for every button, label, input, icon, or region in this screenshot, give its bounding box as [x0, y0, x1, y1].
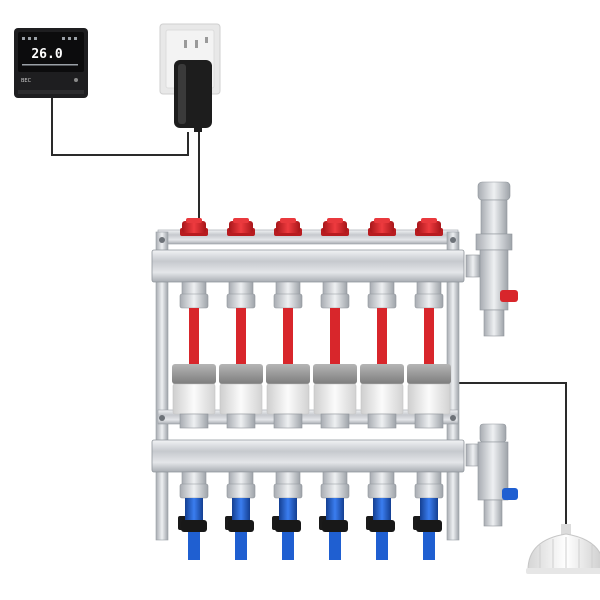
actuator-adapter-ring	[179, 413, 209, 429]
actuator-adapter-ring	[226, 413, 256, 429]
supply-compression-nut	[367, 293, 397, 309]
return-blue-coupling	[279, 498, 297, 522]
flow-indicator-red-tube	[377, 308, 387, 364]
power-adapter	[174, 60, 212, 132]
supply-compression-nut	[414, 293, 444, 309]
flow-indicator-red-tube	[189, 308, 199, 364]
return-valve-black-handle	[181, 520, 207, 532]
floor-temperature-sensor	[526, 524, 600, 574]
electrothermal-actuator-body	[313, 383, 357, 415]
electrothermal-actuator-body	[360, 383, 404, 415]
room-thermostat: 26.0 BEC	[14, 28, 88, 98]
return-valve-black-handle	[228, 520, 254, 532]
supply-manifold-bar	[151, 249, 465, 283]
electrothermal-actuator-body	[219, 383, 263, 415]
return-compression-nut	[367, 483, 397, 499]
electrothermal-actuator-top	[407, 364, 451, 384]
electrothermal-actuator-body	[407, 383, 451, 415]
actuator-adapter-ring	[273, 413, 303, 429]
return-blue-coupling	[326, 498, 344, 522]
supply-air-vent-assembly	[465, 181, 518, 337]
electrothermal-actuator-top	[172, 364, 216, 384]
electrothermal-actuator-top	[360, 364, 404, 384]
supply-compression-nut	[226, 293, 256, 309]
thermostat-cable	[51, 98, 189, 156]
flow-indicator-red-tube	[283, 308, 293, 364]
actuator-adapter-ring	[320, 413, 350, 429]
return-valve-black-handle	[416, 520, 442, 532]
flow-meter-red-cap	[182, 221, 206, 233]
loop-6	[407, 218, 451, 560]
loop-5	[360, 218, 404, 560]
flow-indicator-red-tube	[236, 308, 246, 364]
thermostat-temperature: 26.0	[31, 47, 62, 62]
return-drain-valve-blue-handle	[502, 488, 518, 500]
return-valve-black-handle	[369, 520, 395, 532]
loop-4	[313, 218, 357, 560]
loop-1	[172, 218, 216, 560]
flow-meter-red-cap	[229, 221, 253, 233]
thermostat-button	[74, 78, 78, 82]
return-blue-coupling	[420, 498, 438, 522]
supply-compression-nut	[273, 293, 303, 309]
flow-meter-cap-top	[374, 218, 390, 223]
flow-indicator-red-tube	[424, 308, 434, 364]
sensor-cable	[452, 382, 567, 532]
flow-indicator-red-tube	[330, 308, 340, 364]
actuator-adapter-ring	[414, 413, 444, 429]
return-blue-coupling	[373, 498, 391, 522]
thermostat-brand: BEC	[21, 78, 32, 84]
return-valve-black-handle	[322, 520, 348, 532]
return-valve-black-handle	[275, 520, 301, 532]
actuator-adapter-ring	[367, 413, 397, 429]
flow-meter-cap-top	[327, 218, 343, 223]
flow-meter-red-cap	[370, 221, 394, 233]
flow-meter-red-cap	[276, 221, 300, 233]
loop-3	[266, 218, 310, 560]
return-compression-nut	[273, 483, 303, 499]
return-compression-nut	[414, 483, 444, 499]
return-drain-assembly	[465, 423, 518, 527]
flow-meter-red-cap	[323, 221, 347, 233]
flow-meter-cap-top	[421, 218, 437, 223]
flow-meter-cap-top	[186, 218, 202, 223]
electrothermal-actuator-top	[266, 364, 310, 384]
supply-compression-nut	[179, 293, 209, 309]
return-blue-coupling	[185, 498, 203, 522]
manifold-loops	[172, 218, 451, 560]
supply-drain-valve-red-handle	[500, 290, 518, 302]
return-compression-nut	[226, 483, 256, 499]
electrothermal-actuator-top	[219, 364, 263, 384]
electrothermal-actuator-body	[172, 383, 216, 415]
electrothermal-actuator-top	[313, 364, 357, 384]
electrothermal-actuator-body	[266, 383, 310, 415]
return-compression-nut	[179, 483, 209, 499]
flow-meter-cap-top	[233, 218, 249, 223]
loop-2	[219, 218, 263, 560]
return-manifold-bar	[151, 439, 465, 473]
flow-meter-cap-top	[280, 218, 296, 223]
flow-meter-red-cap	[417, 221, 441, 233]
return-blue-coupling	[232, 498, 250, 522]
supply-compression-nut	[320, 293, 350, 309]
return-compression-nut	[320, 483, 350, 499]
